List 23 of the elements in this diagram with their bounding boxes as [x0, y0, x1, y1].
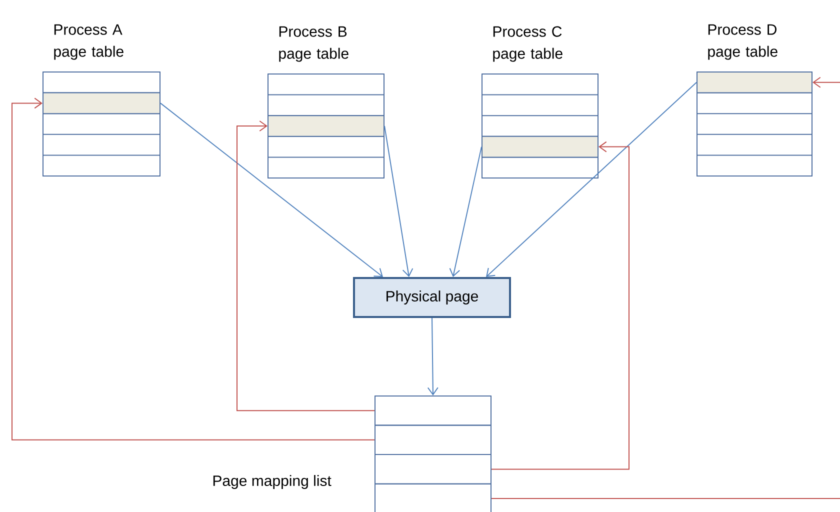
- arrow: [12, 98, 375, 440]
- arrow: [427, 318, 438, 396]
- arrow: [491, 76, 840, 499]
- node-label: Process A page table: [54, 24, 124, 60]
- list-entry: [374, 483, 492, 512]
- arrow: [160, 102, 383, 277]
- node-label: Process D page table: [708, 24, 778, 60]
- table-entry: [268, 115, 384, 137]
- list-entry: [374, 395, 492, 426]
- list-entry: [374, 454, 492, 484]
- node-label: Page mapping list: [213, 475, 332, 489]
- node-label: Process C page table: [493, 26, 562, 62]
- table-entry: [42, 92, 160, 114]
- node-label: Process B page table: [279, 26, 348, 62]
- list-entry: [374, 424, 492, 456]
- table-entry: [696, 72, 812, 94]
- arrow: [449, 146, 482, 277]
- arrow: [491, 141, 630, 470]
- process-box: Physical page: [353, 277, 511, 318]
- arrow: [384, 126, 414, 277]
- arrow: [486, 82, 697, 277]
- arrow: [236, 120, 375, 412]
- table-entry: [482, 136, 598, 158]
